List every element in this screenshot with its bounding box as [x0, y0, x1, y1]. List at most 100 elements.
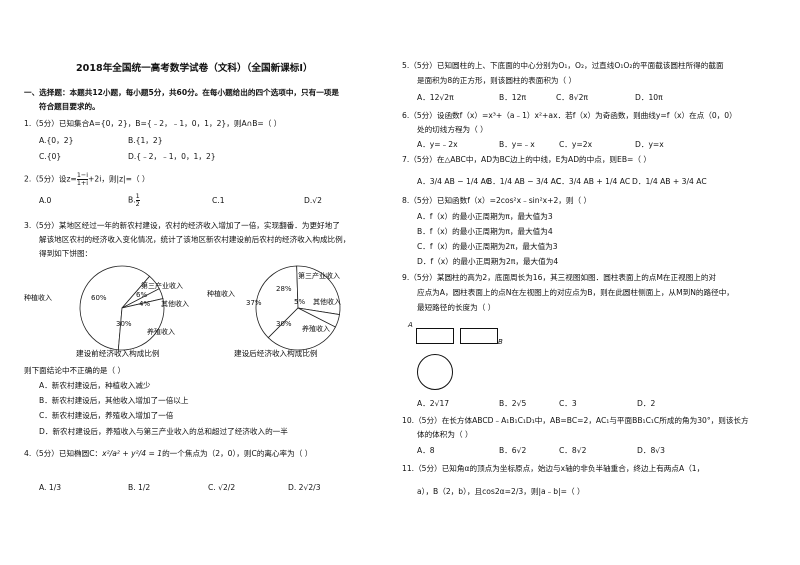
q3-line1: 3.（5分）某地区经过一年的新农村建设，农村的经济收入增加了一倍，实现翻番．为更…	[24, 221, 340, 230]
pie-before-pct-other: 4%	[139, 300, 151, 308]
q2-option-b-num: 1	[135, 192, 140, 201]
pie-chart-before	[79, 265, 165, 351]
pie-after-label-other: 其他收入	[313, 298, 341, 306]
q2-option-b-prefix: B.	[128, 195, 136, 205]
q5-line2: 是面积为8的正方形，则该圆柱的表面积为（ ）	[417, 76, 577, 85]
pie-before-slice-0	[79, 265, 151, 351]
q9-label-b: B	[498, 338, 503, 346]
q6-line1: 6.（5分）设函数f（x）=x³+（a﹣1）x²+ax．若f（x）为奇函数，则曲…	[402, 111, 737, 120]
pie-before-label-tertiary: 第三产业收入	[141, 282, 183, 290]
q10-line2: 体的体积为（ ）	[417, 430, 473, 439]
pie-before-label-other: 其他收入	[161, 300, 189, 308]
q10-line1: 10.（5分）在长方体ABCD﹣A₁B₁C₁D₁中，AB=BC=2，AC₁与平面…	[402, 416, 749, 425]
q11-line1: 11.（5分）已知角α的顶点为坐标原点，始边与x轴的非负半轴重合，终边上有两点A…	[402, 464, 705, 473]
q2-option-b-den: 2	[135, 200, 140, 208]
pie-chart-after	[255, 265, 341, 351]
q11-line2: a），B（2，b），且cos2α=2/3，则|a﹣b|=（ ）	[417, 487, 585, 496]
q1-option-a: A.{0，2}	[39, 136, 74, 145]
pie-after-pct-breeding: 30%	[276, 320, 292, 328]
q3-option-c: C．新农村建设后，养殖收入增加了一倍	[39, 411, 174, 420]
q4-stem: 4.（5分）已知椭圆C：x²/a² + y²/4 = 1的一个焦点为（2，0），…	[24, 449, 312, 459]
q8-option-d: D．f（x）的最小正周期为2π，最大值为4	[417, 257, 559, 266]
q9-line2: 应点为A，圆柱表面上的点N在左视图上的对应点为B，则在此圆柱侧面上，从M到N的路…	[417, 288, 734, 297]
q9-front-view	[416, 328, 454, 344]
q8-option-c: C．f（x）的最小正周期为2π，最大值为3	[417, 242, 558, 251]
q4-option-d: D. 2√2/3	[288, 483, 321, 492]
q7-option-b: B．1/4 AB − 3/4 AC	[487, 177, 562, 186]
q10-option-c: C．8√2	[559, 446, 587, 455]
q8-option-b: B．f（x）的最小正周期为π，最大值为4	[417, 227, 553, 236]
q9-option-c: C．3	[559, 399, 577, 408]
q9-option-a: A．2√17	[417, 399, 450, 408]
pie-after-pct-planting: 37%	[246, 299, 262, 307]
q5-option-b: B．12π	[499, 93, 527, 102]
q5-option-c: C．8√2π	[556, 93, 588, 102]
q7-option-c: C．3/4 AB + 1/4 AC	[556, 177, 631, 186]
q9-line1: 9.（5分）某圆柱的高为2，底面周长为16，其三视图如图．圆柱表面上的点M在正视…	[402, 273, 717, 282]
q9-option-d: D．2	[637, 399, 656, 408]
q2-frac-num: 1−i	[76, 171, 89, 180]
q1-option-c: C.{0}	[39, 152, 62, 161]
exam-title: 2018年全国统一高考数学试卷（文科）（全国新课标Ⅰ）	[76, 63, 313, 74]
q8-line1: 8.（5分）已知函数f（x）=2cos²x﹣sin²x+2，则（ ）	[402, 196, 592, 205]
q7-option-d: D．1/4 AB + 3/4 AC	[632, 177, 707, 186]
q2-option-c: C.1	[212, 196, 225, 205]
q3-line2: 解该地区农村的经济收入变化情况，统计了该地区新农村建设前后农村的经济收入构成比例…	[39, 235, 351, 244]
q7-line1: 7.（5分）在△ABC中，AD为BC边上的中线，E为AD的中点，则EB=（ ）	[402, 155, 652, 164]
q2-frac-den: 1+i	[76, 179, 89, 187]
pie-after-label-breeding: 养殖收入	[302, 325, 330, 333]
section-header-line1: 一、选择题：本题共12小题，每小题5分，共60分。在每小题给出的四个选项中，只有…	[24, 88, 339, 97]
q3-line3: 得到如下饼图：	[39, 249, 93, 258]
pie-before-slice-3	[117, 298, 165, 351]
q2-option-a: A.0	[39, 196, 52, 205]
pie-after-label-tertiary: 第三产业收入	[298, 272, 340, 280]
q2-option-d: D.√2	[304, 196, 322, 205]
q10-option-a: A．8	[417, 446, 435, 455]
q4-option-b: B. 1/2	[128, 483, 151, 492]
q9-option-b: B．2√5	[499, 399, 527, 408]
q9-label-a: A	[408, 321, 413, 329]
pie-before-caption: 建设前经济收入构成比例	[76, 349, 160, 358]
pie-after-slice-3	[267, 307, 336, 351]
pie-after-pct-tertiary: 28%	[276, 285, 292, 293]
q9-line3: 最短路径的长度为（ ）	[417, 303, 496, 312]
q6-option-b: B．y=﹣x	[499, 140, 535, 149]
q1-option-d: D.{﹣2，﹣1，0，1，2}	[128, 152, 216, 161]
q4-stem-prefix: 4.（5分）已知椭圆C：	[24, 449, 103, 458]
q6-option-a: A．y=﹣2x	[417, 140, 458, 149]
q4-option-c: C. √2/2	[208, 483, 236, 492]
q6-line2: 处的切线方程为（ ）	[417, 125, 488, 134]
pie-before-pct-tertiary: 6%	[136, 291, 148, 299]
q9-top-view	[417, 354, 453, 390]
pie-before-pct-planting: 60%	[91, 294, 107, 302]
q4-equation: x²/a² + y²/4 = 1	[102, 449, 163, 458]
pie-before-label-planting: 种植收入	[24, 294, 52, 302]
pie-before-slices	[79, 265, 165, 351]
q6-option-d: D．y=x	[635, 140, 664, 149]
q3-option-b: B．新农村建设后，其他收入增加了一倍以上	[39, 396, 189, 405]
q5-option-a: A．12√2π	[417, 93, 454, 102]
q7-option-a: A．3/4 AB − 1/4 AC	[417, 177, 492, 186]
pie-before-label-breeding: 养殖收入	[147, 328, 175, 336]
q2-stem-prefix: 2.（5分）设z=	[24, 174, 77, 184]
pie-after-label-planting: 种植收入	[207, 290, 235, 298]
pie-after-slice-1	[296, 265, 341, 316]
q3-option-d: D．新农村建设后，养殖收入与第三产业收入的总和超过了经济收入的一半	[39, 427, 288, 436]
q6-option-c: C．y=2x	[559, 140, 593, 149]
q4-option-a: A. 1/3	[39, 483, 62, 492]
pie-after-pct-other: 5%	[294, 298, 306, 306]
q1-option-b: B.{1，2}	[128, 136, 163, 145]
q9-side-view	[460, 328, 498, 344]
q10-option-b: B．6√2	[499, 446, 527, 455]
q3-question: 则下面结论中不正确的是（ ）	[24, 366, 126, 375]
pie-after-caption: 建设后经济收入构成比例	[234, 349, 318, 358]
q10-option-d: D．8√3	[637, 446, 665, 455]
pie-after-slices	[255, 265, 341, 351]
q5-option-d: D．10π	[635, 93, 663, 102]
q4-stem-suffix: 的一个焦点为（2，0），则C的离心率为（ ）	[162, 449, 313, 458]
section-header-line2: 符合题目要求的。	[39, 102, 100, 111]
